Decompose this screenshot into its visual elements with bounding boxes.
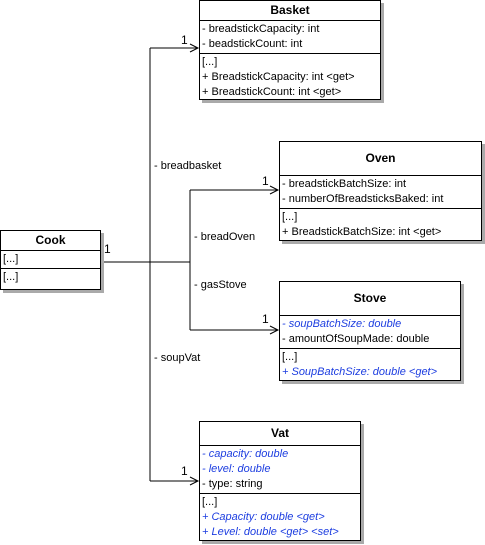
class-oven[interactable]: Oven - breadstickBatchSize: int - number…: [279, 141, 482, 241]
stove-operation: + SoupBatchSize: double <get>: [282, 366, 438, 378]
vat-attribute: - level: double: [202, 463, 271, 475]
cook-operations: [...]: [1, 269, 100, 286]
association-label-soupvat: - soupVat: [154, 352, 201, 364]
oven-operations: [...] + BreadstickBatchSize: int <get>: [280, 209, 481, 241]
stove-attributes: - soupBatchSize: double - amountOfSoupMa…: [280, 316, 460, 349]
oven-attribute: - breadstickBatchSize: int: [282, 178, 407, 190]
oven-operation: [...]: [282, 211, 298, 223]
vat-operation: + Capacity: double <get>: [202, 511, 325, 523]
association-label-breadoven: - breadOven: [194, 231, 256, 243]
basket-operation: + BreadstickCount: int <get>: [202, 86, 342, 98]
basket-attribute: - breadstickCapacity: int: [202, 23, 320, 35]
basket-attributes: - breadstickCapacity: int - beadstickCou…: [200, 21, 380, 54]
vat-attributes: - capacity: double - level: double - typ…: [200, 446, 360, 494]
vat-arrowhead: [189, 476, 200, 486]
stove-operation: [...]: [282, 351, 298, 363]
class-name-stove: Stove: [280, 282, 460, 316]
vat-attribute: - type: string: [202, 478, 263, 490]
multiplicity-vat: 1: [181, 464, 188, 478]
class-name-oven: Oven: [280, 142, 481, 176]
basket-arrowhead: [189, 43, 200, 53]
oven-attribute: - numberOfBreadsticksBaked: int: [282, 193, 444, 205]
class-cook[interactable]: Cook [...] [...]: [0, 230, 101, 290]
class-stove[interactable]: Stove - soupBatchSize: double - amountOf…: [279, 281, 461, 381]
vat-operation: [...]: [202, 496, 218, 508]
stove-operations: [...] + SoupBatchSize: double <get>: [280, 349, 460, 381]
multiplicity-cook: 1: [104, 242, 111, 256]
stove-attribute: - soupBatchSize: double: [282, 318, 402, 330]
class-name-basket: Basket: [200, 1, 380, 21]
multiplicity-basket: 1: [181, 33, 188, 47]
class-vat[interactable]: Vat - capacity: double - level: double -…: [199, 421, 361, 541]
oven-attributes: - breadstickBatchSize: int - numberOfBre…: [280, 176, 481, 209]
basket-operation: [...]: [202, 56, 218, 68]
vat-operations: [...] + Capacity: double <get> + Level: …: [200, 494, 360, 541]
basket-attribute: - beadstickCount: int: [202, 38, 303, 50]
association-label-gasstove: - gasStove: [194, 279, 247, 291]
class-name-cook: Cook: [1, 231, 100, 251]
cook-operation: [...]: [3, 271, 19, 283]
cook-attribute: [...]: [3, 253, 19, 265]
basket-operations: [...] + BreadstickCapacity: int <get> + …: [200, 54, 380, 101]
class-name-vat: Vat: [200, 422, 360, 446]
cook-attributes: [...]: [1, 251, 100, 269]
association-label-breadbasket: - breadbasket: [154, 160, 222, 172]
multiplicity-stove: 1: [262, 312, 269, 326]
class-basket[interactable]: Basket - breadstickCapacity: int - beads…: [199, 0, 381, 100]
oven-arrowhead: [269, 185, 280, 195]
oven-operation: + BreadstickBatchSize: int <get>: [282, 226, 442, 238]
basket-operation: + BreadstickCapacity: int <get>: [202, 71, 355, 83]
multiplicity-oven: 1: [262, 174, 269, 188]
stove-arrowhead: [269, 325, 280, 335]
stove-attribute: - amountOfSoupMade: double: [282, 333, 430, 345]
vat-operation: + Level: double <get> <set>: [202, 526, 339, 538]
vat-attribute: - capacity: double: [202, 448, 289, 460]
